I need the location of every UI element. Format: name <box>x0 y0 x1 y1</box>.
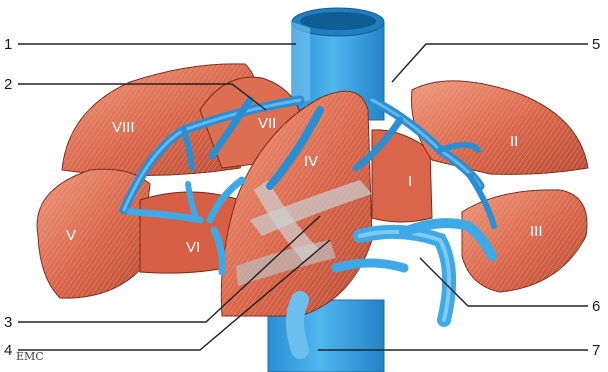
segment-label-iv: IV <box>304 153 318 170</box>
segment-label-vi: VI <box>186 239 200 256</box>
callout-5: 5 <box>592 36 600 53</box>
segment-ii <box>411 81 588 174</box>
callout-2: 2 <box>4 76 12 93</box>
segment-label-v: V <box>66 227 76 244</box>
segment-label-vii: VII <box>258 115 276 132</box>
callout-6: 6 <box>592 298 600 315</box>
segment-label-i: I <box>408 173 412 190</box>
callout-3: 3 <box>4 314 12 331</box>
svg-text:EMC: EMC <box>16 350 44 363</box>
segment-label-iii: III <box>530 223 543 240</box>
segment-label-viii: VIII <box>112 119 135 136</box>
callout-7: 7 <box>592 342 600 359</box>
callout-1: 1 <box>4 36 12 53</box>
emc-logo: EMC <box>16 350 44 363</box>
leader-line-5 <box>392 44 588 82</box>
callout-4: 4 <box>4 342 12 359</box>
segment-label-ii: II <box>510 133 518 150</box>
